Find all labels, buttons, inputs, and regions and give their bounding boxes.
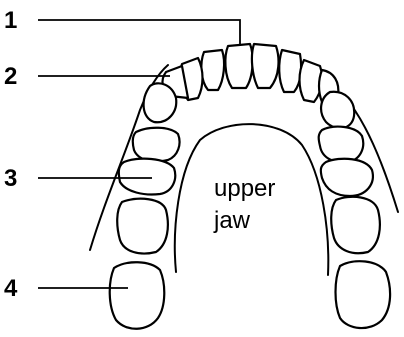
second-molar-right bbox=[321, 159, 373, 196]
first-molar-left bbox=[133, 128, 180, 162]
central-incisor-right bbox=[252, 44, 279, 88]
lateral-incisor-left bbox=[201, 50, 224, 90]
wisdom-tooth-right bbox=[336, 261, 391, 328]
label-2: 2 bbox=[4, 63, 17, 90]
second-premolar-left bbox=[144, 83, 177, 122]
central-incisor-left bbox=[225, 44, 252, 88]
second-molar-left bbox=[119, 159, 175, 195]
label-3: 3 bbox=[4, 165, 17, 192]
third-molar-right bbox=[331, 197, 380, 253]
upper-jaw-label-line2: jaw bbox=[213, 207, 251, 234]
first-molar-right bbox=[319, 127, 364, 163]
second-premolar-right bbox=[321, 92, 354, 129]
label-1: 1 bbox=[4, 7, 17, 34]
lateral-incisor-right bbox=[279, 50, 301, 92]
leader-line-1 bbox=[38, 20, 240, 46]
label-4: 4 bbox=[4, 275, 18, 302]
upper-jaw-label-line1: upper bbox=[214, 175, 275, 202]
third-molar-left bbox=[117, 199, 168, 254]
wisdom-tooth-left bbox=[110, 262, 165, 329]
